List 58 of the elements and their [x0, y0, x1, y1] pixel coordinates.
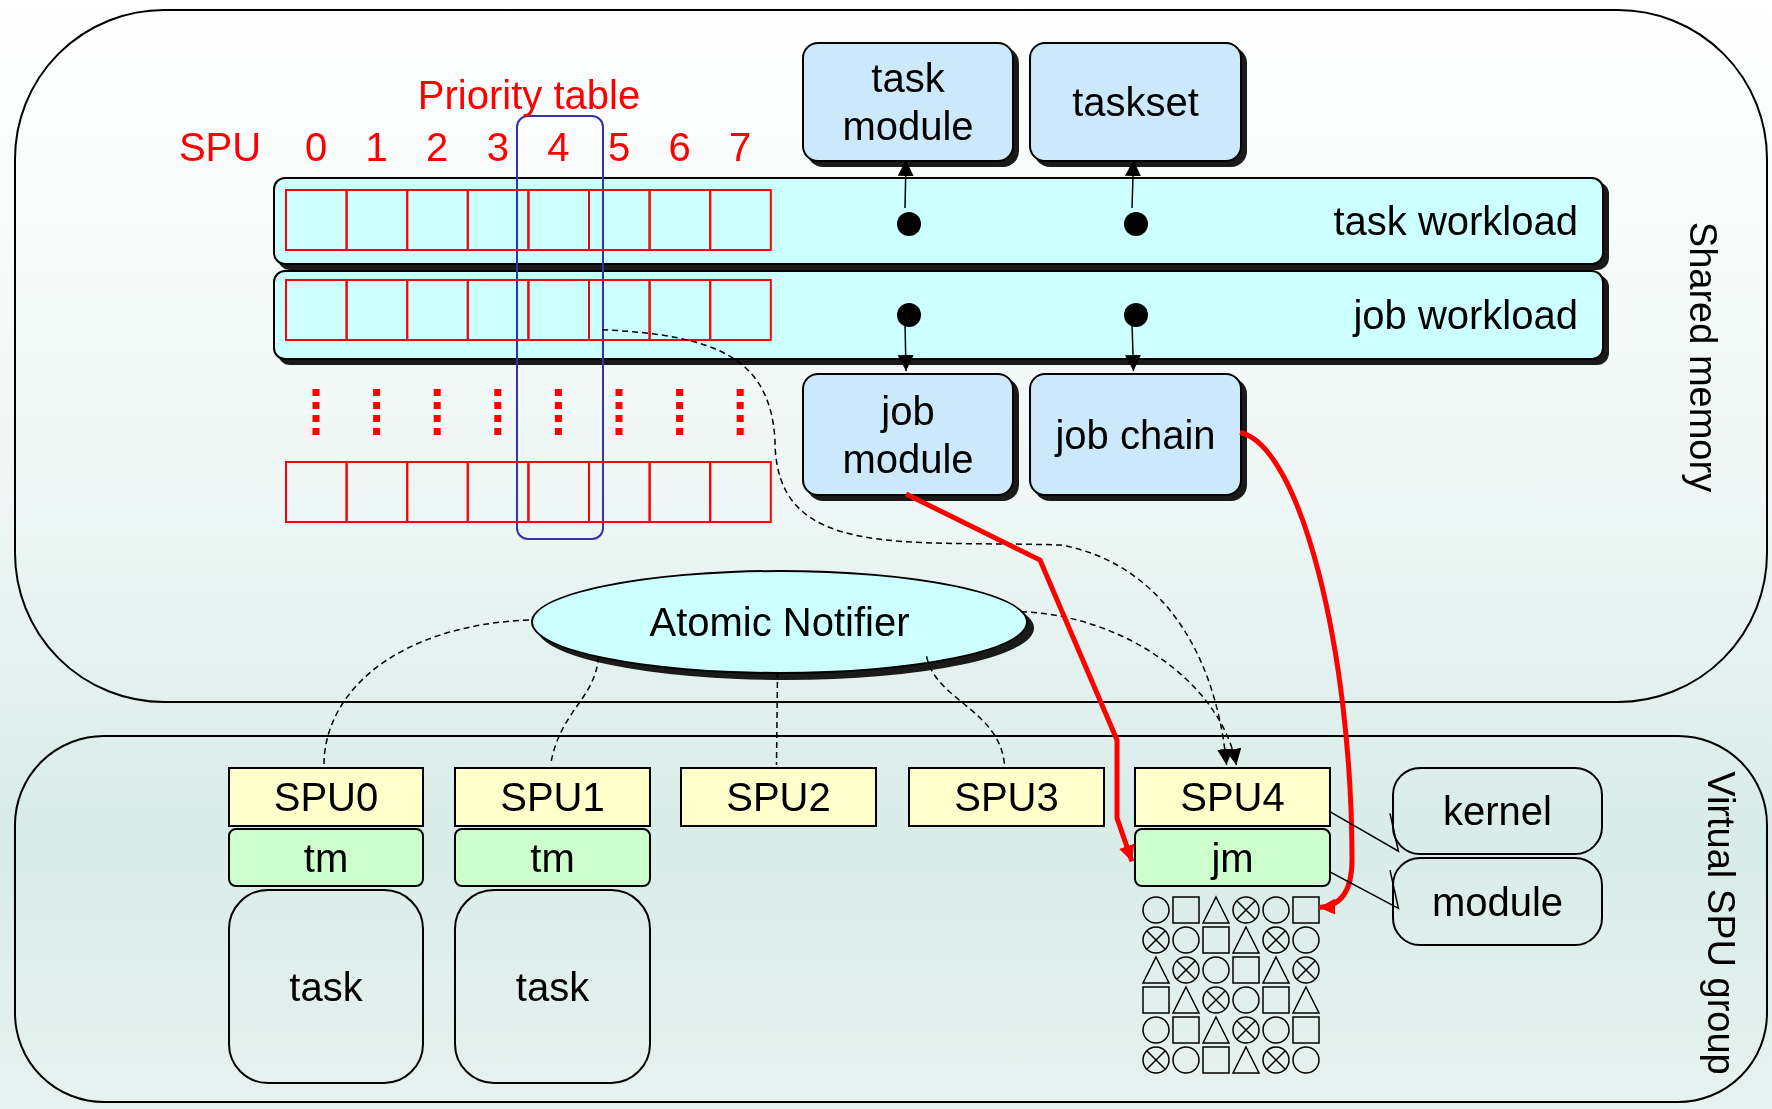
node-label: module: [1431, 878, 1564, 926]
arrow: [1125, 159, 1141, 209]
arrow: [897, 159, 914, 209]
node-label: SPU3: [954, 774, 1059, 821]
spu-box: [228, 767, 424, 827]
column-number: 3: [486, 127, 509, 167]
column-number: 0: [304, 127, 328, 167]
connector-line: [775, 671, 779, 766]
connector-line: [1328, 869, 1400, 910]
column-number: 4: [547, 127, 570, 167]
highlight-column: [516, 115, 604, 540]
manager-box: [1134, 828, 1331, 887]
node-label: task workload: [1333, 198, 1578, 245]
column-number: 2: [426, 127, 449, 167]
arrow: [904, 491, 1135, 863]
table-title: Priority table: [417, 75, 641, 115]
node-label: SPU4: [1180, 774, 1285, 821]
axis-label: SPU: [178, 127, 262, 167]
callout-box: [1392, 767, 1603, 855]
node-label: job chain: [1055, 411, 1216, 459]
spu-box: [1134, 767, 1331, 827]
spu-box: [680, 767, 877, 827]
spu-group-panel: [14, 735, 1768, 1103]
node-label: kernel: [1443, 788, 1552, 835]
spu-box: [908, 767, 1105, 827]
column-number: 5: [607, 127, 631, 167]
manager-box: [228, 828, 424, 887]
shared-memory-panel: [14, 9, 1768, 703]
arrow: [1238, 430, 1355, 914]
column-number: 7: [729, 127, 752, 167]
node-label: taskset: [1072, 79, 1199, 126]
task-box: [454, 889, 651, 1084]
connector-line: [1328, 810, 1400, 853]
spu-box: [454, 767, 651, 827]
arrow: [1020, 610, 1240, 766]
node-label: tm: [530, 834, 575, 882]
connector-line: [323, 619, 530, 766]
node-label: Shared memory: [1680, 221, 1725, 493]
arrow: [601, 329, 1233, 766]
task-box: [228, 889, 424, 1084]
node-label: SPU2: [726, 774, 831, 821]
column-number: 1: [365, 127, 388, 167]
column-number: 6: [668, 127, 691, 167]
node-label: job module: [841, 387, 975, 483]
node-label: Atomic Notifier: [649, 599, 910, 646]
connector-line: [925, 655, 1006, 766]
node-label: SPU0: [273, 774, 379, 821]
symbol-grid-drawing: [1141, 895, 1321, 1075]
manager-box: [454, 828, 651, 887]
node-label: Virtual SPU group: [1698, 771, 1743, 1075]
node-label: SPU1: [500, 774, 605, 821]
node-label: task: [515, 963, 590, 1011]
node-label: job workload: [1353, 292, 1578, 339]
node-label: task module: [841, 55, 975, 150]
node-label: tm: [303, 834, 349, 882]
node-label: jm: [1211, 834, 1254, 882]
node-label: task: [289, 963, 363, 1011]
callout-box: [1392, 857, 1603, 946]
